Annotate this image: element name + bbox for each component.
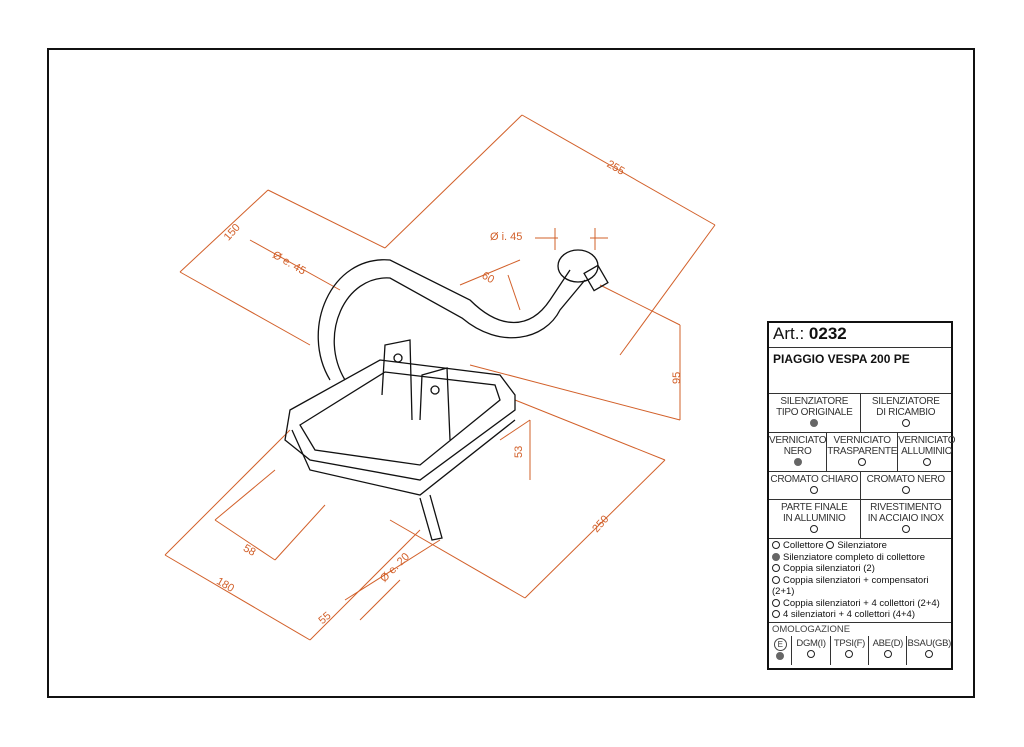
radio-icon[interactable] bbox=[772, 564, 780, 572]
dim-58: 58 bbox=[241, 542, 258, 559]
option-coppia: Coppia silenziatori (2) bbox=[783, 563, 875, 574]
homologation-bsau[interactable]: BSAU(GB) bbox=[907, 636, 951, 665]
label: SILENZIATORE bbox=[780, 396, 849, 407]
radio-icon[interactable] bbox=[772, 610, 780, 618]
radio-icon[interactable] bbox=[810, 525, 819, 533]
label: ALLUMINIO bbox=[901, 446, 953, 457]
article-number: Art.: 0232 bbox=[769, 323, 951, 348]
label: BSAU(GB) bbox=[907, 637, 952, 649]
option-quattro: 4 silenziatori + 4 collettori (4+4) bbox=[783, 609, 916, 620]
dim-55: 55 bbox=[316, 610, 333, 627]
dim-180: 180 bbox=[214, 575, 236, 595]
radio-icon[interactable] bbox=[772, 541, 780, 549]
dim-53: 53 bbox=[513, 446, 525, 458]
option-collettore: Collettore bbox=[783, 540, 824, 551]
label: TRASPARENTE bbox=[827, 446, 898, 457]
label: SILENZIATORE bbox=[871, 396, 940, 407]
label: DI RICAMBIO bbox=[876, 407, 936, 418]
chrome-row: CROMATO CHIARO CROMATO NERO bbox=[769, 472, 951, 500]
option-completo: Silenziatore completo di collettore bbox=[783, 551, 926, 563]
radio-icon[interactable] bbox=[883, 649, 892, 658]
muffler-outline bbox=[284, 249, 609, 541]
dim-outer-45: Ø e. 45 bbox=[270, 249, 307, 277]
radio-icon[interactable] bbox=[810, 486, 819, 494]
homologation-tpsi[interactable]: TPSI(F) bbox=[831, 635, 870, 665]
label: IN ALLUMINIO bbox=[782, 513, 846, 524]
radio-icon[interactable] bbox=[772, 575, 780, 584]
drawing-frame bbox=[47, 48, 975, 698]
radio-icon[interactable] bbox=[922, 458, 931, 466]
label: NERO bbox=[783, 446, 812, 457]
option-cromato-chiaro[interactable]: CROMATO CHIARO bbox=[769, 472, 861, 499]
option-coppia-collettori: Coppia silenziatori + 4 collettori (2+4) bbox=[783, 597, 940, 609]
radio-icon[interactable] bbox=[925, 649, 934, 658]
homologation-abe[interactable]: ABE(D) bbox=[869, 635, 908, 665]
label: CROMATO NERO bbox=[866, 474, 946, 485]
label: ABE(D) bbox=[872, 637, 904, 649]
e-mark-icon: E bbox=[773, 637, 787, 651]
radio-icon[interactable] bbox=[858, 458, 867, 466]
option-cromato-nero[interactable]: CROMATO NERO bbox=[861, 472, 952, 499]
homologation-e[interactable]: E bbox=[769, 635, 793, 665]
label: TPSI(F) bbox=[833, 637, 866, 649]
dim-outer-20: Ø e. 20 bbox=[378, 551, 412, 585]
label: DGM(I) bbox=[796, 637, 826, 649]
label: CROMATO CHIARO bbox=[770, 474, 859, 485]
article-label: Art.: bbox=[773, 324, 805, 343]
selected-radio-icon[interactable] bbox=[793, 458, 802, 466]
homologation-title: OMOLOGAZIONE bbox=[772, 623, 851, 635]
homologation-dgm[interactable]: DGM(I) bbox=[792, 635, 831, 665]
option-silenziatore: Silenziatore bbox=[837, 540, 887, 551]
dim-inner-45: Ø i. 45 bbox=[490, 231, 522, 243]
radio-icon[interactable] bbox=[901, 525, 910, 533]
label: PARTE FINALE bbox=[780, 502, 848, 513]
selected-radio-icon[interactable] bbox=[810, 419, 819, 427]
dim-60: 60 bbox=[480, 270, 497, 287]
label: VERNICIATO bbox=[898, 435, 956, 446]
homologation-row: E DGM(I) TPSI(F) ABE(D) BSAU(GB) bbox=[769, 635, 951, 665]
model-name: PIAGGIO VESPA 200 PE bbox=[769, 348, 951, 394]
configuration-options: Collettore Silenziatore Silenziatore com… bbox=[769, 539, 951, 623]
dim-150: 150 bbox=[222, 222, 243, 244]
radio-icon[interactable] bbox=[826, 541, 835, 549]
article-value: 0232 bbox=[808, 324, 847, 343]
option-coppia-compensatori: Coppia silenziatori + compensatori (2+1) bbox=[772, 574, 929, 598]
label: RIVESTIMENTO bbox=[870, 502, 942, 513]
selected-radio-icon[interactable] bbox=[776, 651, 785, 660]
radio-icon[interactable] bbox=[845, 649, 854, 658]
specification-table: Art.: 0232 PIAGGIO VESPA 200 PE SILENZIA… bbox=[767, 321, 956, 670]
label: VERNICIATO bbox=[769, 435, 827, 446]
radio-icon[interactable] bbox=[901, 486, 910, 494]
dim-95: 95 bbox=[671, 372, 683, 384]
radio-icon[interactable] bbox=[772, 598, 780, 607]
label: TIPO ORIGINALE bbox=[776, 407, 853, 418]
label: IN ACCIAIO INOX bbox=[867, 513, 944, 524]
label: VERNICIATO bbox=[833, 435, 892, 446]
dim-255: 255 bbox=[605, 158, 627, 178]
radio-icon[interactable] bbox=[807, 649, 816, 658]
dimension-lines bbox=[164, 114, 716, 641]
radio-icon[interactable] bbox=[901, 419, 910, 427]
selected-radio-icon[interactable] bbox=[772, 552, 780, 561]
